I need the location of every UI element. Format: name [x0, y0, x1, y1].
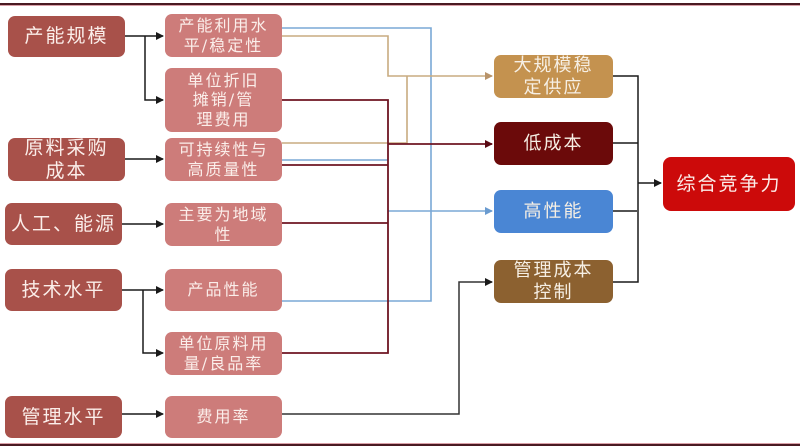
- node-expense-ratio: 费用率: [165, 396, 282, 438]
- node-label: 综合竞争力: [676, 172, 782, 195]
- node-label: 单位折旧摊销/管理费用: [187, 70, 260, 129]
- node-depreciation: 单位折旧摊销/管理费用: [165, 68, 282, 132]
- node-management-cost-control: 管理成本控制: [494, 260, 613, 303]
- node-label: 产能利用水平/稳定性: [178, 15, 269, 55]
- edge-expense-mgmtcost: [282, 278, 493, 415]
- node-management: 管理水平: [5, 396, 122, 438]
- node-technology: 技术水平: [5, 269, 122, 311]
- node-high-performance: 高性能: [494, 190, 613, 233]
- node-capacity: 产能规模: [8, 16, 125, 57]
- top-border-accent: [0, 5, 800, 6]
- node-labor-energy: 人工、能源: [5, 203, 122, 245]
- node-overall-competitiveness: 综合竞争力: [663, 157, 795, 211]
- bottom-border-accent: [0, 443, 800, 444]
- node-utilization: 产能利用水平/稳定性: [165, 14, 282, 57]
- edge-tech-material: [142, 290, 164, 357]
- node-material-yield: 单位原料用量/良品率: [165, 332, 282, 375]
- node-label: 低成本: [523, 132, 584, 154]
- node-large-scale-supply: 大规模稳定供应: [494, 55, 613, 98]
- edge-utilization-perf: [282, 27, 432, 302]
- edge-utilization-supply: [282, 35, 493, 80]
- node-label: 管理成本控制: [513, 259, 594, 303]
- node-label: 高性能: [523, 200, 584, 222]
- node-label: 可持续性与高质量性: [178, 139, 269, 179]
- top-border: [0, 3, 800, 5]
- node-label: 费用率: [196, 407, 251, 427]
- edge-sustain-supply: [282, 76, 408, 144]
- node-label: 人工、能源: [10, 212, 116, 235]
- edge-depreciation-lowcost: [282, 99, 389, 354]
- node-label: 管理水平: [21, 405, 106, 428]
- node-label: 原料采购成本: [24, 136, 109, 182]
- node-label: 产品性能: [187, 280, 260, 300]
- node-label: 技术水平: [21, 278, 106, 301]
- edge-capacity-depreciation: [144, 36, 164, 104]
- node-regional: 主要为地域性: [165, 203, 282, 246]
- node-label: 产能规模: [24, 25, 109, 48]
- bottom-border: [0, 444, 800, 446]
- node-label: 大规模稳定供应: [513, 54, 594, 98]
- node-raw-material: 原料采购成本: [8, 136, 125, 182]
- node-sustainability: 可持续性与高质量性: [165, 138, 282, 181]
- edge-supply-final: [613, 75, 639, 283]
- node-product-performance: 产品性能: [165, 269, 282, 311]
- node-low-cost: 低成本: [494, 122, 613, 165]
- node-label: 主要为地域性: [178, 204, 269, 244]
- node-label: 单位原料用量/良品率: [178, 333, 269, 373]
